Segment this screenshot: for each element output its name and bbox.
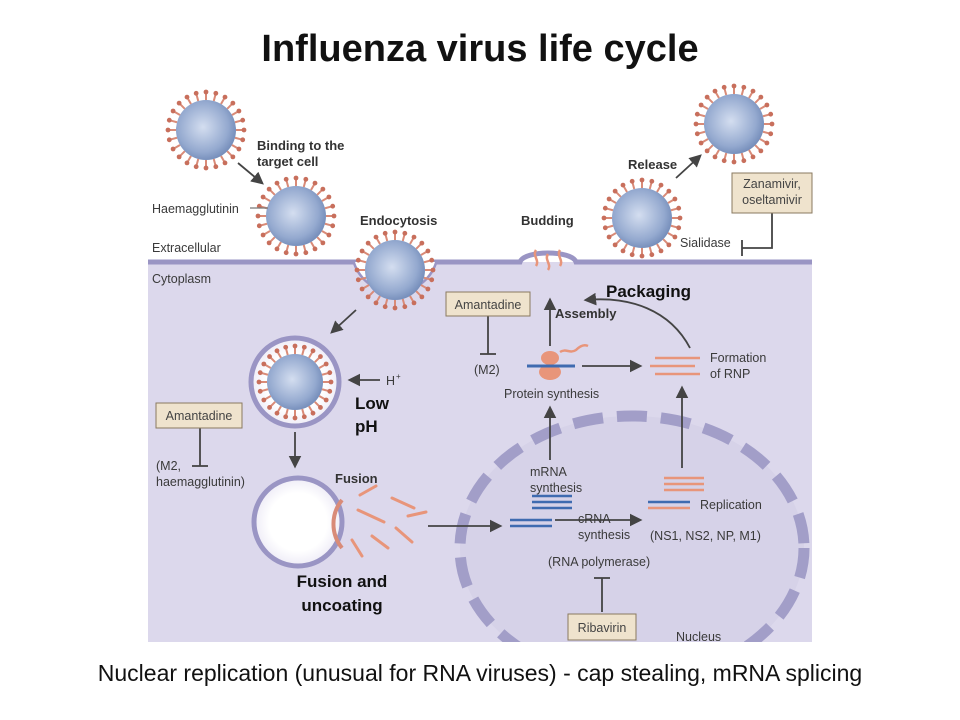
mrna-label-2: synthesis <box>530 481 582 495</box>
crna-lines <box>510 518 552 528</box>
release-label: Release <box>628 157 677 172</box>
ribavirin-label: Ribavirin <box>578 621 627 635</box>
fusion-uncoating-label-2: uncoating <box>301 596 382 615</box>
formation-label-2: of RNP <box>710 367 750 381</box>
low-label: Low <box>355 394 390 413</box>
replication-proteins-label: (NS1, NS2, NP, M1) <box>650 529 761 543</box>
cytoplasm-label: Cytoplasm <box>152 272 211 286</box>
crna-label-2: synthesis <box>578 528 630 542</box>
rna-polymerase-label: (RNA polymerase) <box>548 555 650 569</box>
arrow-endocytosis <box>330 309 357 334</box>
assembly-label: Assembly <box>555 306 617 321</box>
replication-label: Replication <box>700 498 762 512</box>
h-plus-superscript: + <box>396 372 401 381</box>
sialidase-label: Sialidase <box>680 236 731 250</box>
arrow-packaging <box>583 292 691 349</box>
inhibit-sialidase <box>742 212 773 249</box>
formation-label-1: Formation <box>710 351 766 365</box>
amantadine-left-label: Amantadine <box>166 409 233 423</box>
ribosome <box>527 343 589 380</box>
virus-particle-released <box>693 83 775 165</box>
inhibition-lines <box>192 212 773 612</box>
crna-label-1: cRNA <box>578 512 611 526</box>
amantadine-top-label: Amantadine <box>455 298 522 312</box>
packaging-label: Packaging <box>606 282 691 301</box>
drug-box-amantadine-left: Amantadine <box>155 402 243 429</box>
binding-label-2: target cell <box>257 154 318 169</box>
protein-synthesis-label: Protein synthesis <box>504 387 599 401</box>
haemagglutinin-label: Haemagglutinin <box>152 202 239 216</box>
budding-rnp <box>533 249 563 271</box>
fusion-label: Fusion <box>335 471 378 486</box>
drug-box-zanamivir: Zanamivir, oseltamivir <box>731 172 813 214</box>
ph-label: pH <box>355 417 378 436</box>
mrna-label-1: mRNA <box>530 465 567 479</box>
nucleus-clip <box>440 642 820 702</box>
flow-arrows <box>237 154 702 533</box>
nucleus-label: Nucleus <box>676 630 721 644</box>
virus-particle-binding <box>165 89 247 171</box>
drug-box-amantadine-top: Amantadine <box>445 291 531 317</box>
h-plus-label: H <box>386 374 395 388</box>
m2-haem-label-1: (M2, <box>156 459 181 473</box>
diagram-title: Influenza virus life cycle <box>261 28 699 70</box>
fusion-membrane <box>331 498 344 550</box>
arrow-binding <box>237 162 264 185</box>
zanamivir-label: Zanamivir, <box>743 177 801 191</box>
binding-label-1: Binding to the <box>257 138 344 153</box>
extracellular-label: Extracellular <box>152 241 221 255</box>
oseltamivir-label: oseltamivir <box>742 193 802 207</box>
budding-label: Budding <box>521 213 574 228</box>
virus-particle-endosome <box>256 343 334 421</box>
caption: Nuclear replication (unusual for RNA vir… <box>97 660 863 686</box>
fusion-uncoating-label-1: Fusion and <box>297 572 388 591</box>
endocytosis-label: Endocytosis <box>360 213 437 228</box>
arrow-release <box>675 154 702 179</box>
mrna-lines <box>532 494 572 510</box>
m2-haem-label-2: haemagglutinin) <box>156 475 245 489</box>
virus-particle-attached <box>255 175 337 257</box>
m2-label: (M2) <box>474 363 500 377</box>
fusion-vesicle <box>251 475 345 569</box>
drug-box-ribavirin: Ribavirin <box>567 613 637 641</box>
rnp-lines <box>650 356 700 376</box>
rnp-fragments <box>350 484 428 558</box>
virus-particle-endocytosis <box>354 229 436 311</box>
virus-particle-sialidase <box>601 177 683 259</box>
replication-lines <box>648 476 704 510</box>
